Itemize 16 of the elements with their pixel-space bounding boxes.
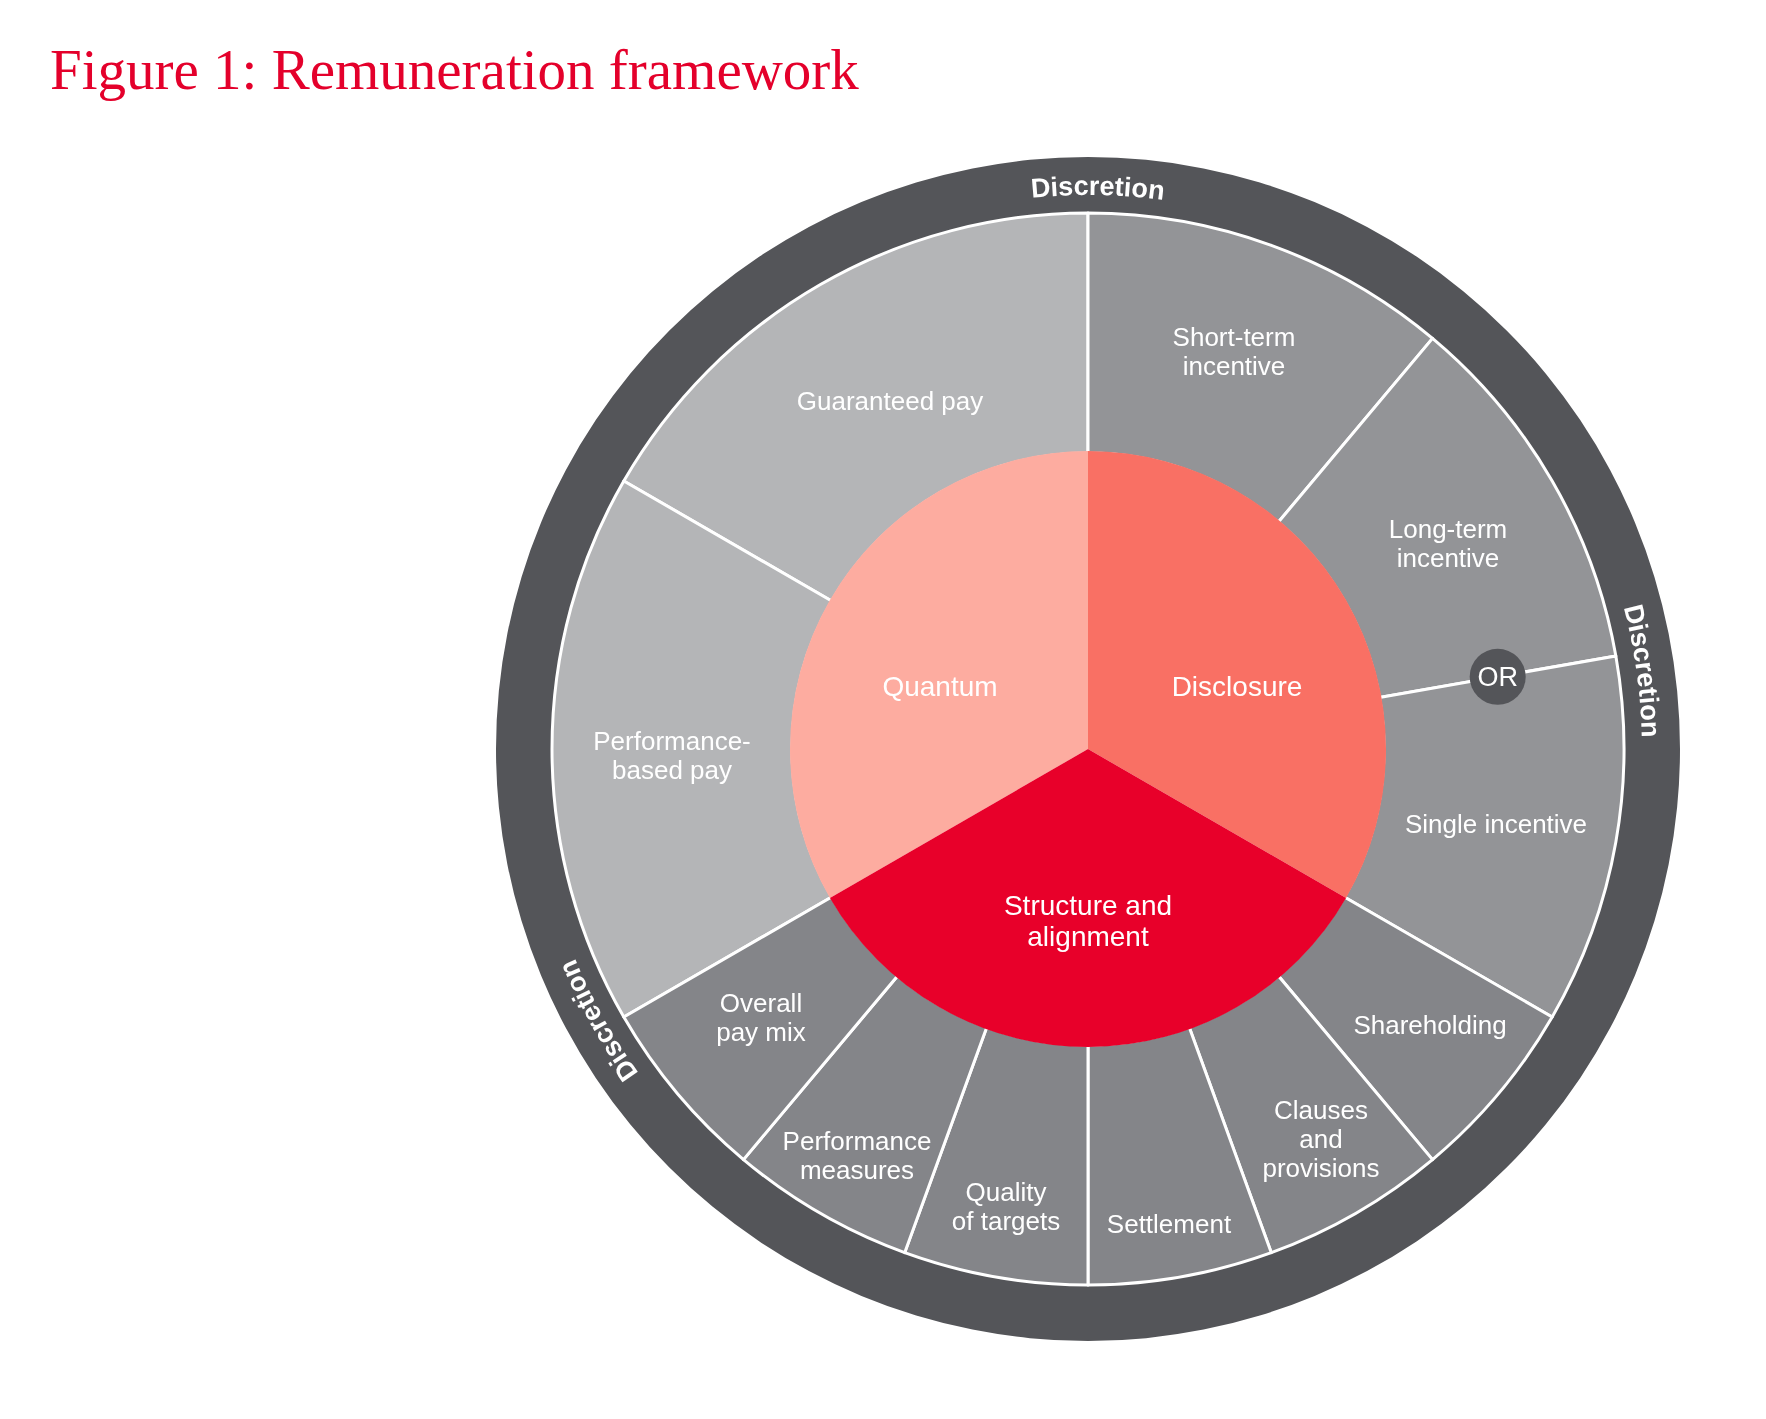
segment-label: Long-term incentive	[1387, 515, 1509, 574]
segment-label: Settlement	[1105, 1209, 1233, 1239]
ring-label: Discretion	[1029, 170, 1167, 207]
segment-label: Guaranteed pay	[795, 386, 985, 416]
segment-label: Overall pay mix	[715, 989, 807, 1048]
segment-label: Short-term incentive	[1171, 323, 1297, 382]
sector-label: Structure and alignment	[1002, 889, 1174, 953]
sector-label: Disclosure	[1170, 670, 1304, 702]
segment-label: Performance-based pay	[592, 727, 752, 786]
segment-label: Performance measures	[781, 1127, 933, 1186]
segment-label: Shareholding	[1352, 1010, 1508, 1040]
sector-label: Quantum	[881, 670, 999, 702]
segment-label: Clauses and provisions	[1261, 1095, 1381, 1183]
segment-label: Quality of targets	[950, 1178, 1062, 1237]
segment-label: Single incentive	[1403, 809, 1589, 839]
badge-label: OR	[1476, 661, 1519, 693]
